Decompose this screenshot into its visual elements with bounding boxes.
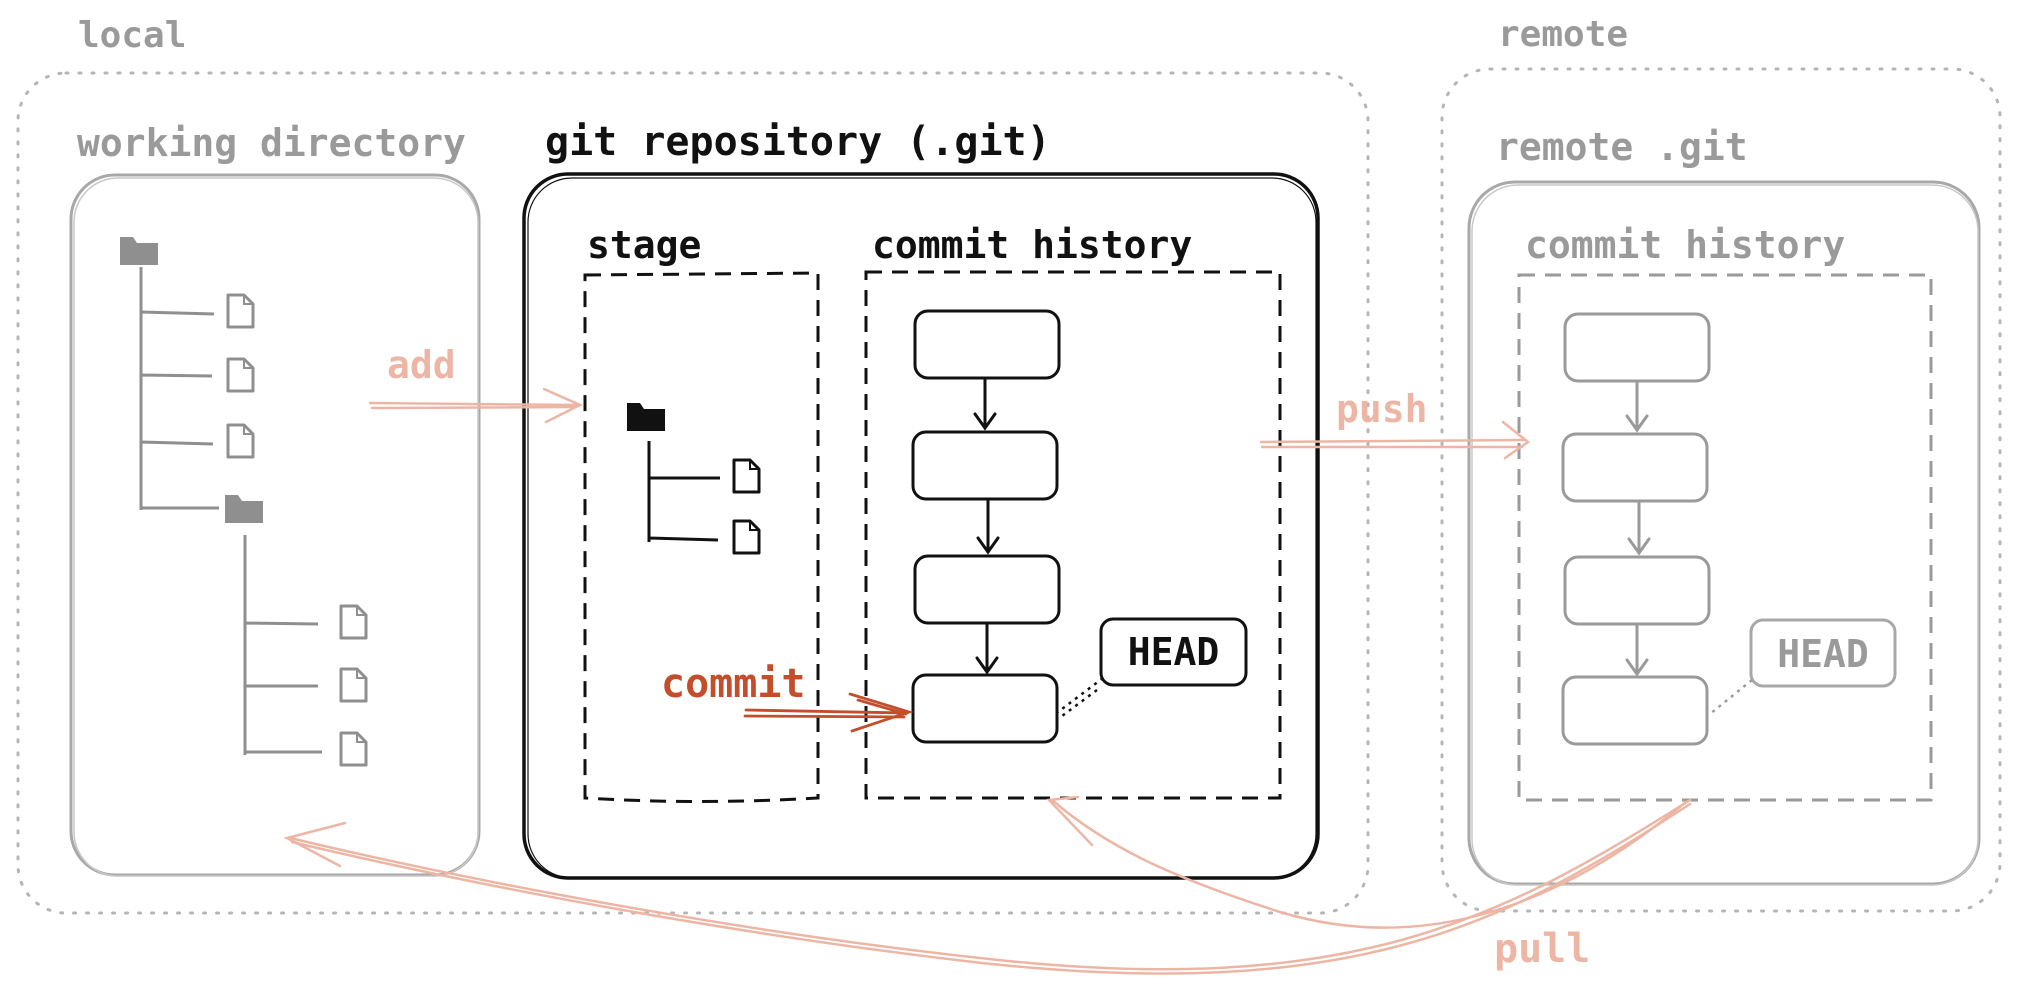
head-box <box>1099 617 1248 687</box>
remote-commit-node <box>1563 312 1711 383</box>
file-icon <box>226 293 255 329</box>
local-boundary <box>16 71 1370 915</box>
commit-history-box <box>864 270 1282 800</box>
commit-node <box>911 430 1059 501</box>
remote-boundary <box>1440 67 2002 913</box>
commit-label: commit <box>661 661 806 707</box>
pull-arrow <box>283 795 1692 975</box>
push-arrow <box>1259 420 1531 460</box>
stage-label: stage <box>587 223 701 267</box>
add-arrow <box>368 387 583 424</box>
commit-node <box>911 673 1059 744</box>
folder-icon <box>120 237 158 265</box>
file-icon <box>339 604 368 640</box>
working-directory-tree <box>139 267 322 755</box>
file-icon <box>339 667 368 703</box>
file-icon <box>732 458 761 494</box>
file-icon <box>732 519 761 555</box>
remote-git-box <box>1467 180 1981 886</box>
stage-box <box>583 271 820 803</box>
remote-label: remote <box>1498 14 1628 55</box>
stage-tree <box>647 441 720 542</box>
head-pointer <box>1057 677 1104 718</box>
remote-commit-node <box>1563 555 1711 626</box>
pull-label: pull <box>1494 926 1590 972</box>
push-label: push <box>1336 387 1428 431</box>
git-repository-box <box>522 172 1320 880</box>
remote-git-label: remote .git <box>1496 125 1748 169</box>
file-icon <box>226 423 255 459</box>
commit-history-label: commit history <box>872 223 1192 267</box>
remote-head-label: HEAD <box>1777 632 1869 676</box>
remote-commit-history-label: commit history <box>1525 223 1845 267</box>
commit-node <box>913 309 1061 380</box>
file-icon <box>339 731 368 767</box>
file-icon <box>226 357 255 393</box>
remote-commit-history-box <box>1517 273 1933 802</box>
working-directory-label: working directory <box>77 121 466 165</box>
folder-icon <box>225 495 263 523</box>
remote-head-box <box>1749 618 1897 688</box>
remote-commit-links <box>1625 379 1651 677</box>
head-label: HEAD <box>1128 630 1220 674</box>
commit-arrow <box>743 692 914 733</box>
add-label: add <box>387 343 456 387</box>
remote-head-pointer <box>1709 679 1753 715</box>
remote-commit-node <box>1561 432 1709 503</box>
git-repository-label: git repository (.git) <box>545 119 1051 165</box>
commit-node <box>913 554 1061 625</box>
folder-icon <box>627 403 665 431</box>
local-label: local <box>78 15 186 56</box>
commit-links <box>973 376 1000 675</box>
working-directory-box <box>69 173 481 877</box>
remote-commit-node <box>1561 675 1709 746</box>
